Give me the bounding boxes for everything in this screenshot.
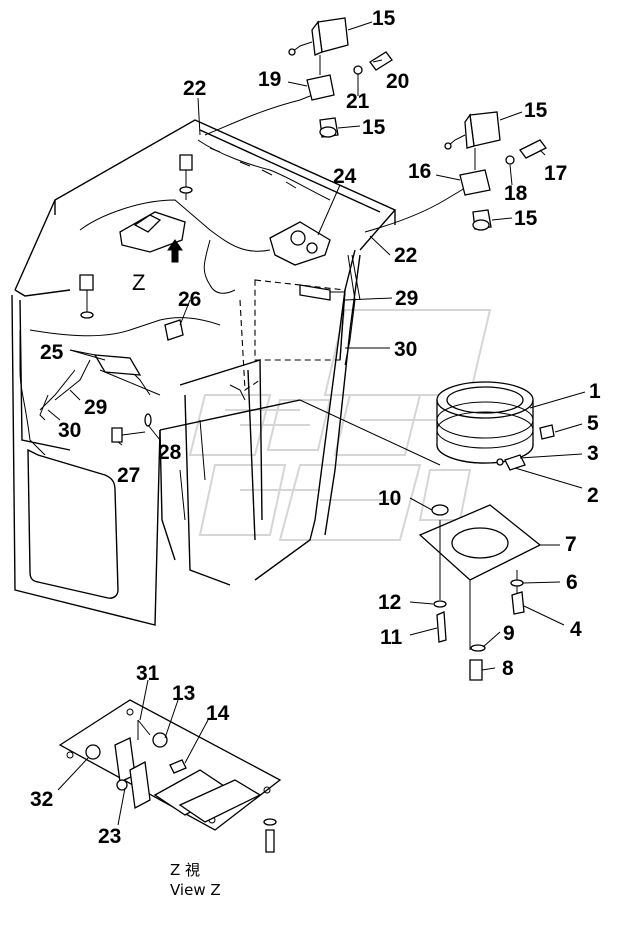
callout-20: 20 <box>386 70 409 93</box>
callout-18: 18 <box>504 182 528 205</box>
callout-4: 4 <box>570 618 582 641</box>
view-caption-jp: Z 視 <box>170 861 200 879</box>
speaker-assembly <box>418 381 555 681</box>
callout-19: 19 <box>258 68 281 91</box>
callout-3: 3 <box>587 442 599 465</box>
callout-22: 22 <box>183 77 206 100</box>
view-z-plate <box>58 699 282 853</box>
work-lamp-left <box>288 17 393 138</box>
callout-6: 6 <box>566 571 578 594</box>
callout-17: 17 <box>544 162 567 185</box>
callout-25: 25 <box>40 341 64 364</box>
callout-15: 15 <box>372 7 396 30</box>
callout-29: 29 <box>395 287 418 310</box>
callout-10: 10 <box>378 487 401 510</box>
work-lamp-right <box>444 111 547 231</box>
callout-12: 12 <box>378 591 401 614</box>
callout-1: 1 <box>589 380 601 403</box>
callout-14: 14 <box>206 702 230 725</box>
callout-23: 23 <box>98 825 121 848</box>
callout-26: 26 <box>178 288 201 311</box>
callout-31: 31 <box>136 662 160 685</box>
callout-28: 28 <box>158 441 182 464</box>
view-z-marker: Z <box>132 270 145 295</box>
callout-7: 7 <box>565 533 577 556</box>
callout-15: 15 <box>362 116 386 139</box>
callout-2: 2 <box>587 484 599 507</box>
callout-13: 13 <box>172 682 195 705</box>
callout-16: 16 <box>408 160 431 183</box>
callout-5: 5 <box>587 412 599 435</box>
callout-numbers: 15 19 20 21 15 22 15 16 17 18 15 24 22 2… <box>30 7 601 848</box>
callout-22: 22 <box>394 244 417 267</box>
callout-8: 8 <box>502 657 514 680</box>
callout-30: 30 <box>58 419 81 442</box>
roof-components: Z <box>39 154 361 443</box>
callout-29: 29 <box>84 396 107 419</box>
callout-21: 21 <box>346 90 370 113</box>
cab-body <box>11 119 441 626</box>
callout-30: 30 <box>394 338 417 361</box>
callout-24: 24 <box>333 165 357 188</box>
callout-9: 9 <box>503 622 515 645</box>
callout-27: 27 <box>117 464 140 487</box>
leader-lines <box>47 21 586 826</box>
view-caption-en: View Z <box>170 881 221 899</box>
callout-11: 11 <box>380 626 403 649</box>
callout-15: 15 <box>514 207 538 230</box>
callout-32: 32 <box>30 788 53 811</box>
callout-15: 15 <box>524 99 548 122</box>
